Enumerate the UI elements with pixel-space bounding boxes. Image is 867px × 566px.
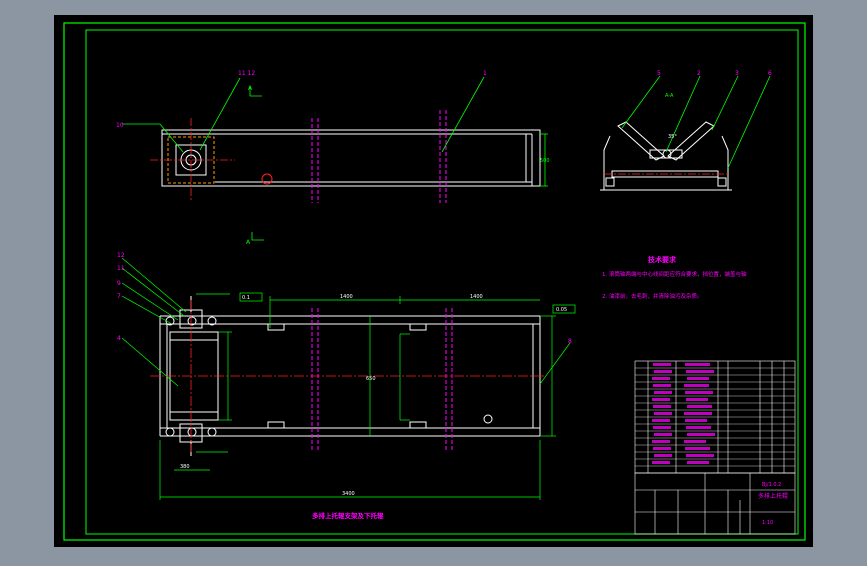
parts-row-code-mark bbox=[653, 363, 671, 366]
parts-row-code-mark bbox=[654, 391, 672, 394]
side-leaders bbox=[621, 75, 771, 169]
balloon-3: 3 bbox=[735, 70, 739, 77]
parts-row-code-mark bbox=[652, 461, 670, 464]
mount-hole bbox=[261, 173, 273, 185]
title-block bbox=[634, 472, 796, 535]
parts-row-code-mark bbox=[654, 454, 672, 457]
parts-row-code-mark bbox=[652, 419, 670, 422]
parts-row-name-mark bbox=[687, 461, 709, 464]
balloon-11: 11 bbox=[117, 265, 125, 272]
tolerance-tag-2: 0.05 bbox=[556, 307, 567, 313]
parts-row-name-mark bbox=[687, 405, 712, 408]
parts-row-code-mark bbox=[654, 433, 672, 436]
drawing-caption: 多排上托辊支架及下托辊 bbox=[312, 511, 384, 520]
parts-row-name-mark bbox=[684, 384, 709, 387]
tech-requirement-1: 1. 滚筒轴两端与中心线间距应符合要求，挡位置，端盖与轴 bbox=[602, 270, 747, 278]
tolerance-tag-1: 0.1 bbox=[242, 295, 250, 301]
title-code: BJ/1.0.2 bbox=[762, 482, 781, 488]
dim-inner-height: 650 bbox=[366, 376, 376, 382]
balloon-6: 6 bbox=[768, 70, 772, 77]
parts-row-name-mark bbox=[686, 370, 714, 373]
parts-row-code-mark bbox=[654, 412, 672, 415]
dim-width-left: 380 bbox=[180, 464, 190, 470]
parts-row-name-mark bbox=[684, 440, 706, 443]
parts-list-rows bbox=[635, 363, 795, 467]
title-drawing-name: 多排上托辊 bbox=[758, 492, 788, 500]
balloon-5: 5 bbox=[657, 70, 661, 77]
dim-overall-length: 3400 bbox=[342, 491, 355, 497]
ground-mark bbox=[483, 414, 493, 424]
top-view-frame bbox=[161, 129, 541, 187]
dim-height-right: 500 bbox=[540, 158, 550, 164]
inner-frame bbox=[85, 29, 799, 535]
top-centerlines bbox=[150, 118, 235, 200]
right-idler bbox=[667, 121, 715, 161]
balloon-4: 4 bbox=[117, 335, 121, 342]
left-idler bbox=[617, 121, 665, 161]
front-view bbox=[159, 296, 541, 456]
balloon-8: 8 bbox=[568, 338, 572, 345]
title-scale: 1:10 bbox=[762, 520, 773, 526]
front-centerlines bbox=[150, 300, 545, 452]
parts-row-name-mark bbox=[687, 377, 709, 380]
parts-row-name-mark bbox=[685, 391, 713, 394]
balloon-10: 10 bbox=[116, 122, 124, 129]
outer-frame bbox=[63, 22, 806, 541]
balloon-1: 1 bbox=[483, 70, 487, 77]
parts-row-code-mark bbox=[652, 440, 670, 443]
top-break-lines bbox=[311, 110, 447, 203]
balloon-7: 7 bbox=[117, 293, 121, 300]
section-mark-a-bottom: A bbox=[246, 239, 251, 246]
parts-row-code-mark bbox=[652, 377, 670, 380]
dim-span-left: 1400 bbox=[340, 294, 353, 300]
parts-row-name-mark bbox=[686, 454, 714, 457]
drawing-sheet bbox=[54, 15, 813, 547]
parts-row-name-mark bbox=[685, 447, 710, 450]
parts-row-name-mark bbox=[685, 419, 707, 422]
balloon-12: 12 bbox=[117, 252, 125, 259]
tech-requirements-title: 技术要求 bbox=[648, 255, 677, 264]
parts-row-code-mark bbox=[653, 405, 671, 408]
parts-row-name-mark bbox=[684, 412, 712, 415]
top-leaders bbox=[122, 76, 548, 241]
front-dimensions bbox=[121, 257, 576, 500]
parts-row-code-mark bbox=[653, 447, 671, 450]
section-view-label: A-A bbox=[665, 93, 674, 99]
parts-row-code-mark bbox=[653, 384, 671, 387]
balloon-2: 2 bbox=[697, 70, 701, 77]
section-mark-a-top: A bbox=[248, 85, 253, 92]
parts-row-code-mark bbox=[653, 426, 671, 429]
trough-section-view bbox=[600, 121, 732, 191]
parts-row-code-mark bbox=[652, 398, 670, 401]
parts-row-name-mark bbox=[685, 363, 710, 366]
parts-row-name-mark bbox=[686, 426, 711, 429]
dim-span-right: 1400 bbox=[470, 294, 483, 300]
dim-angle: 35° bbox=[668, 134, 677, 140]
balloon-11-12: 11 12 bbox=[238, 70, 255, 77]
tech-requirement-2: 2. 油漆前，去毛刺，并清除油污及杂质。 bbox=[602, 292, 703, 300]
parts-row-name-mark bbox=[687, 433, 715, 436]
balloon-9: 9 bbox=[117, 280, 121, 287]
parts-row-name-mark bbox=[686, 398, 708, 401]
parts-row-code-mark bbox=[654, 370, 672, 373]
